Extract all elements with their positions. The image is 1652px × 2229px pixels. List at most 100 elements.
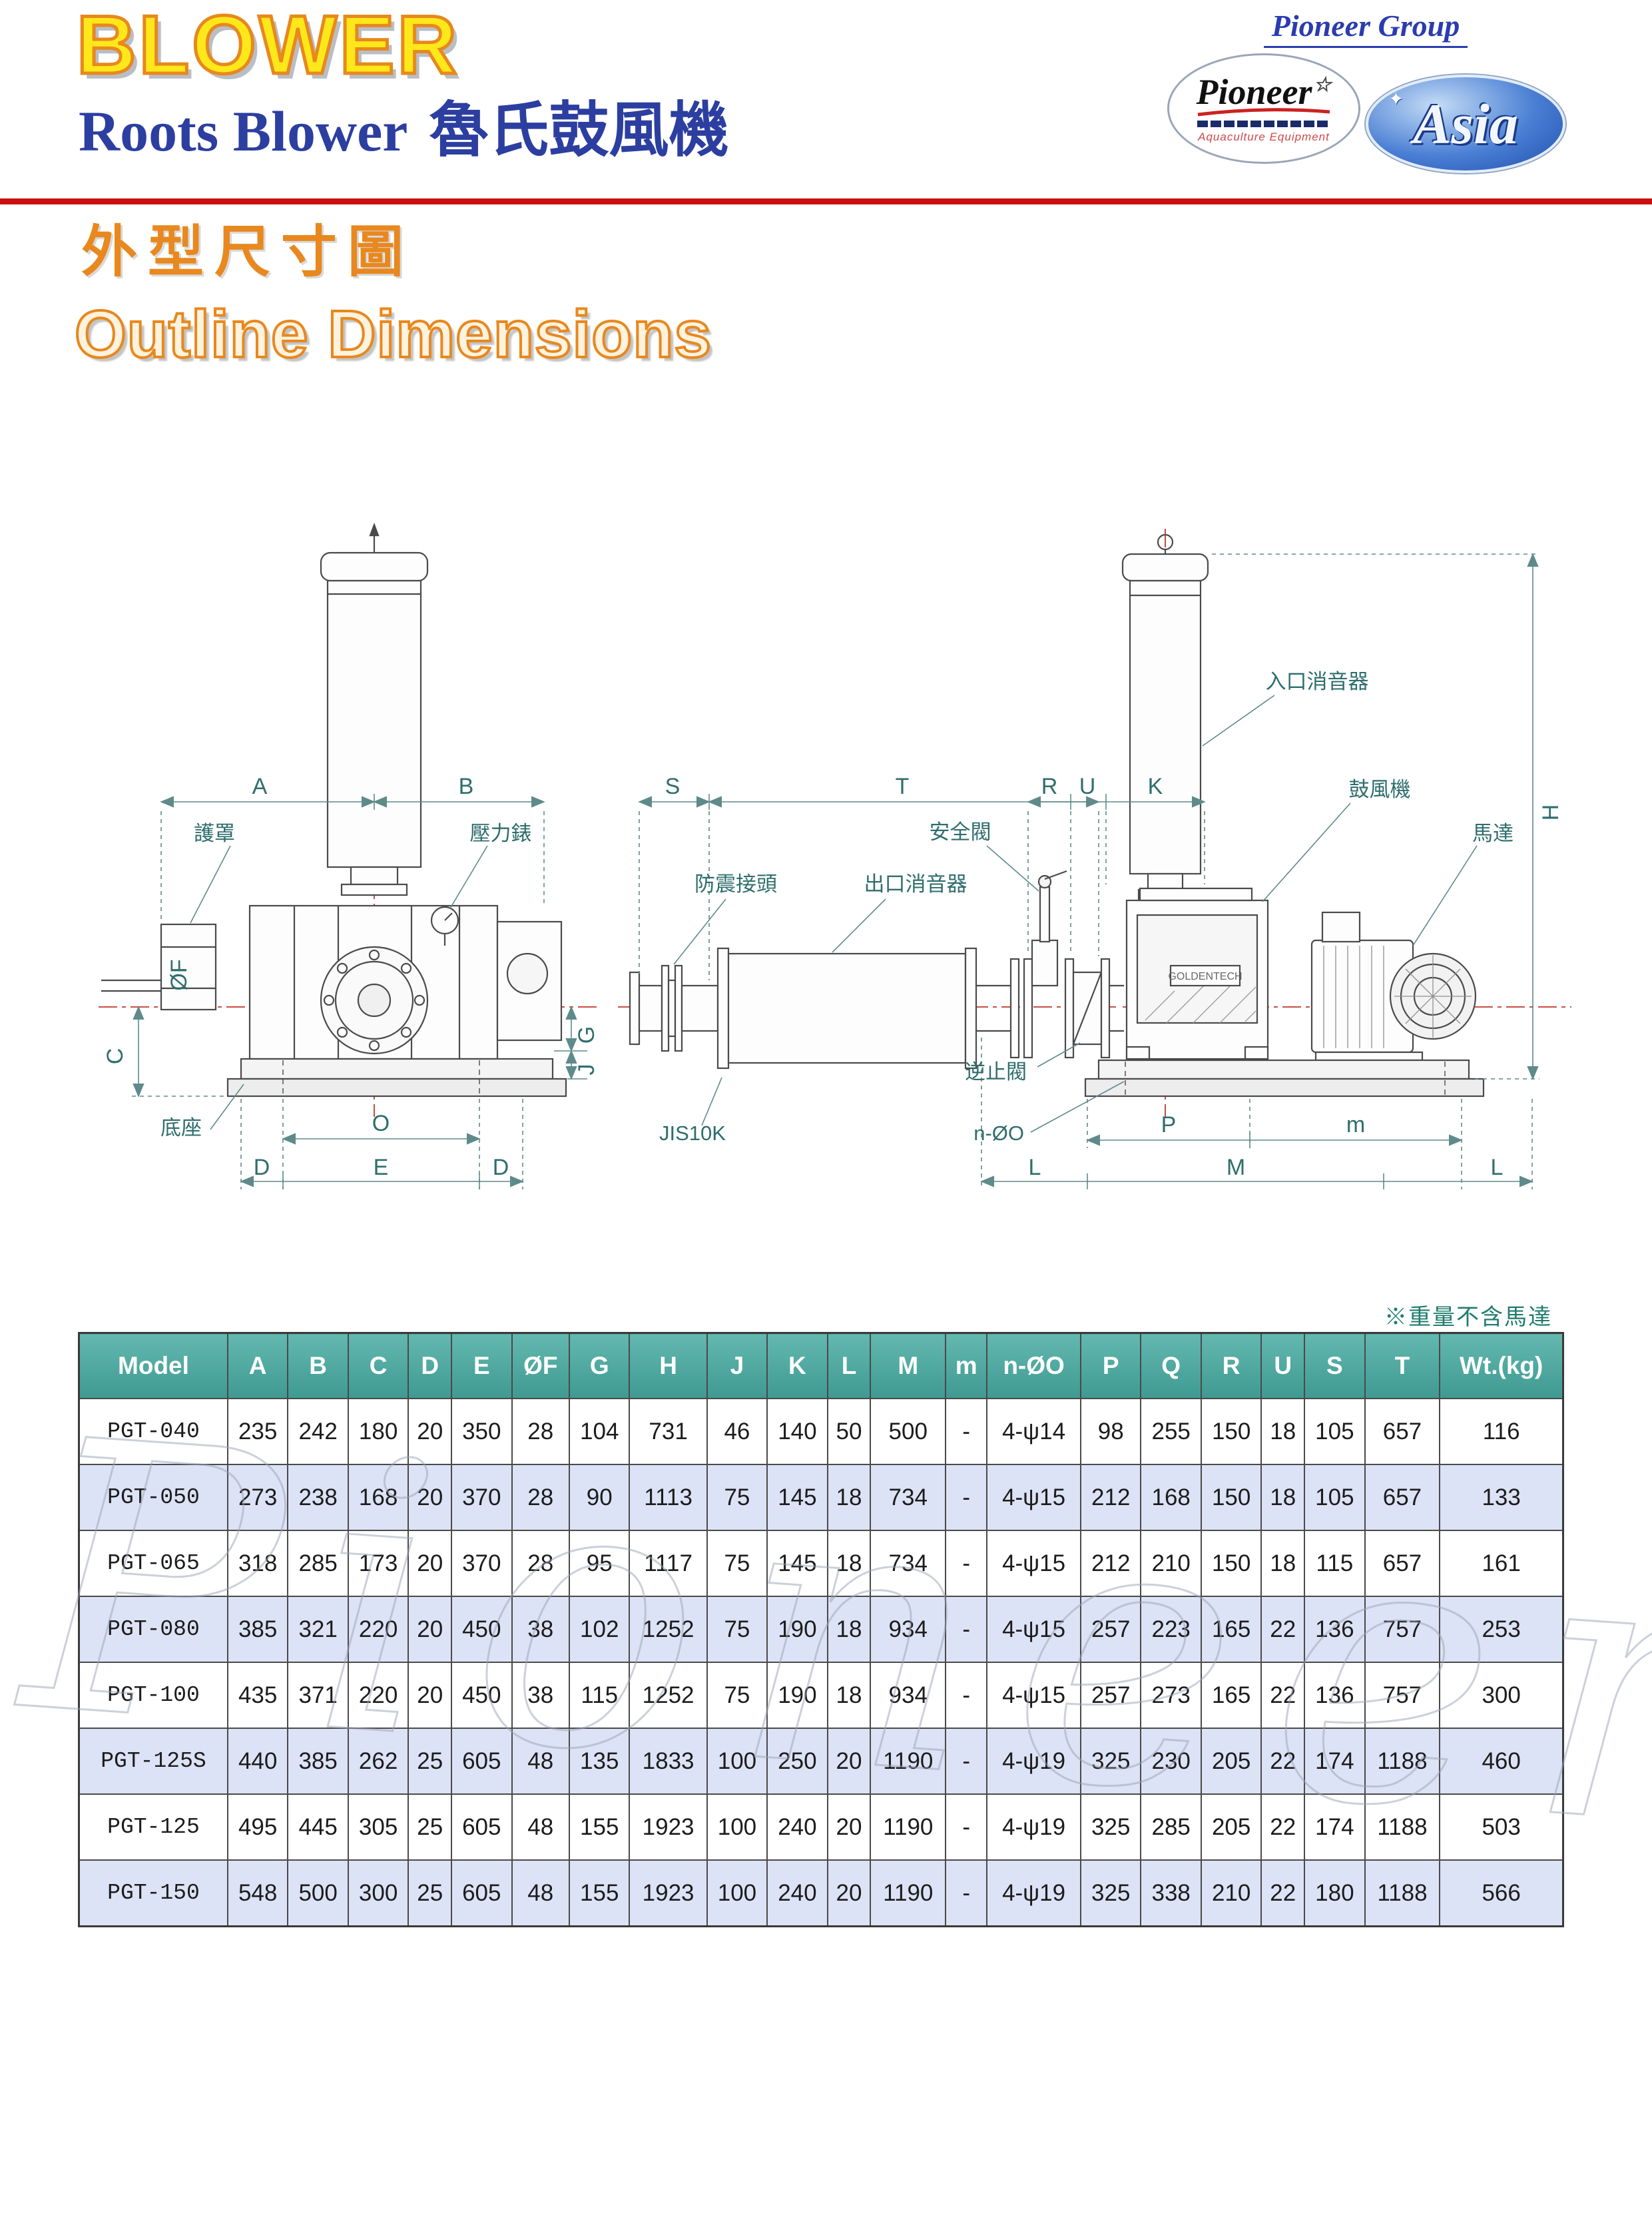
value-cell: 450 <box>451 1596 513 1663</box>
dim-label-j: J <box>574 1064 599 1076</box>
asia-logo: ✦ Asia <box>1366 75 1565 173</box>
brand-block: Pioneer Group Pioneer☆ Aquaculture Equip… <box>1166 8 1565 173</box>
value-cell: 257 <box>1079 1662 1142 1729</box>
value-cell: 1188 <box>1364 1728 1441 1795</box>
page-title: BLOWER <box>75 0 460 91</box>
value-cell: 435 <box>226 1662 289 1729</box>
column-header: Model <box>78 1332 228 1399</box>
value-cell: 250 <box>766 1728 828 1795</box>
value-cell: 325 <box>1079 1793 1142 1861</box>
column-header: H <box>629 1332 708 1399</box>
value-cell: 4-ψ15 <box>986 1464 1081 1531</box>
dim-label-l2: L <box>1491 1155 1504 1180</box>
value-cell: 90 <box>569 1464 631 1531</box>
dim-label-u: U <box>1079 774 1096 799</box>
brand-group-name: Pioneer Group <box>1263 8 1468 48</box>
value-cell: 305 <box>347 1793 410 1861</box>
column-header: C <box>347 1332 410 1399</box>
asia-logo-text: Asia <box>1413 92 1518 156</box>
column-header: A <box>226 1332 289 1399</box>
value-cell: 190 <box>766 1662 828 1729</box>
dim-label-e: E <box>374 1155 389 1180</box>
value-cell: 20 <box>408 1530 453 1597</box>
column-header: T <box>1364 1332 1441 1399</box>
value-cell: 657 <box>1364 1464 1441 1531</box>
model-cell: PGT-100 <box>78 1662 228 1729</box>
value-cell: 253 <box>1439 1596 1564 1663</box>
value-cell: 325 <box>1079 1728 1142 1795</box>
value-cell: 174 <box>1304 1793 1366 1861</box>
value-cell: 205 <box>1200 1793 1262 1861</box>
logo-divider <box>1197 120 1330 127</box>
value-cell: 25 <box>408 1728 453 1795</box>
outline-dimension-drawing: A B C ØF G J O D E D S T R U K H P m L M… <box>99 522 1571 1189</box>
value-cell: 28 <box>511 1398 571 1465</box>
annotation-labels: 護罩 壓力錶 底座 防震接頭 出口消音器 安全閥 JIS10K 逆止閥 n-ØO… <box>160 670 1514 1145</box>
value-cell: 22 <box>1260 1728 1306 1795</box>
value-cell: 100 <box>706 1728 768 1795</box>
value-cell: 180 <box>1304 1859 1366 1927</box>
model-cell: PGT-150 <box>78 1859 228 1927</box>
pioneer-logo-text: Pioneer <box>1196 71 1312 112</box>
value-cell: 18 <box>826 1464 872 1531</box>
value-cell: 75 <box>706 1596 768 1663</box>
value-cell: 150 <box>1200 1464 1262 1531</box>
value-cell: 212 <box>1079 1530 1142 1597</box>
value-cell: 18 <box>1260 1464 1306 1531</box>
star-icon: ☆ <box>1313 73 1332 96</box>
front-view-drawing <box>101 522 567 1098</box>
value-cell: 242 <box>287 1398 349 1465</box>
annotation-pressure-gauge: 壓力錶 <box>470 822 532 845</box>
value-cell: 105 <box>1304 1398 1366 1465</box>
dim-label-h: H <box>1538 804 1563 821</box>
value-cell: 300 <box>1439 1662 1564 1729</box>
value-cell: 155 <box>569 1859 631 1927</box>
value-cell: 20 <box>826 1859 872 1927</box>
model-cell: PGT-125 <box>78 1793 228 1861</box>
value-cell: 210 <box>1200 1859 1262 1927</box>
value-cell: 75 <box>706 1662 768 1729</box>
dimension-lines <box>132 553 1539 1189</box>
value-cell: 1252 <box>629 1662 708 1729</box>
annotation-inlet-silencer: 入口消音器 <box>1266 670 1369 693</box>
column-header: Wt.(kg) <box>1439 1332 1564 1399</box>
value-cell: 500 <box>870 1398 947 1465</box>
value-cell: 38 <box>511 1596 571 1663</box>
dim-label-s: S <box>665 774 681 799</box>
model-cell: PGT-065 <box>78 1530 228 1597</box>
value-cell: 605 <box>451 1728 513 1795</box>
value-cell: 205 <box>1200 1728 1262 1795</box>
value-cell: 1923 <box>629 1859 708 1927</box>
value-cell: 460 <box>1439 1728 1564 1795</box>
column-header: n-ØO <box>986 1332 1081 1399</box>
model-cell: PGT-080 <box>78 1596 228 1663</box>
value-cell: 155 <box>569 1793 631 1861</box>
dim-label-g: G <box>574 1026 599 1044</box>
value-cell: 548 <box>226 1859 289 1927</box>
subtitle-english: Roots Blower <box>79 99 408 163</box>
annotation-guard: 護罩 <box>194 822 235 845</box>
value-cell: 1923 <box>629 1793 708 1861</box>
annotation-flange-standard: JIS10K <box>659 1121 726 1145</box>
value-cell: 1188 <box>1364 1859 1441 1927</box>
column-header: M <box>870 1332 947 1399</box>
value-cell: 734 <box>870 1464 947 1531</box>
value-cell: 605 <box>451 1859 513 1927</box>
value-cell: 22 <box>1260 1596 1306 1663</box>
value-cell: 22 <box>1260 1662 1306 1729</box>
value-cell: 46 <box>706 1398 768 1465</box>
dim-label-d2: D <box>493 1155 509 1180</box>
column-header: D <box>408 1332 453 1399</box>
value-cell: 28 <box>511 1530 571 1597</box>
piping-drawing <box>629 870 1124 1070</box>
value-cell: 657 <box>1364 1398 1441 1465</box>
value-cell: 257 <box>1079 1596 1142 1663</box>
column-header: Q <box>1140 1332 1202 1399</box>
pioneer-logo-subtext: Aquaculture Equipment <box>1198 130 1330 143</box>
value-cell: 566 <box>1439 1859 1564 1927</box>
dim-label-c: C <box>103 1048 128 1065</box>
value-cell: 20 <box>826 1728 872 1795</box>
